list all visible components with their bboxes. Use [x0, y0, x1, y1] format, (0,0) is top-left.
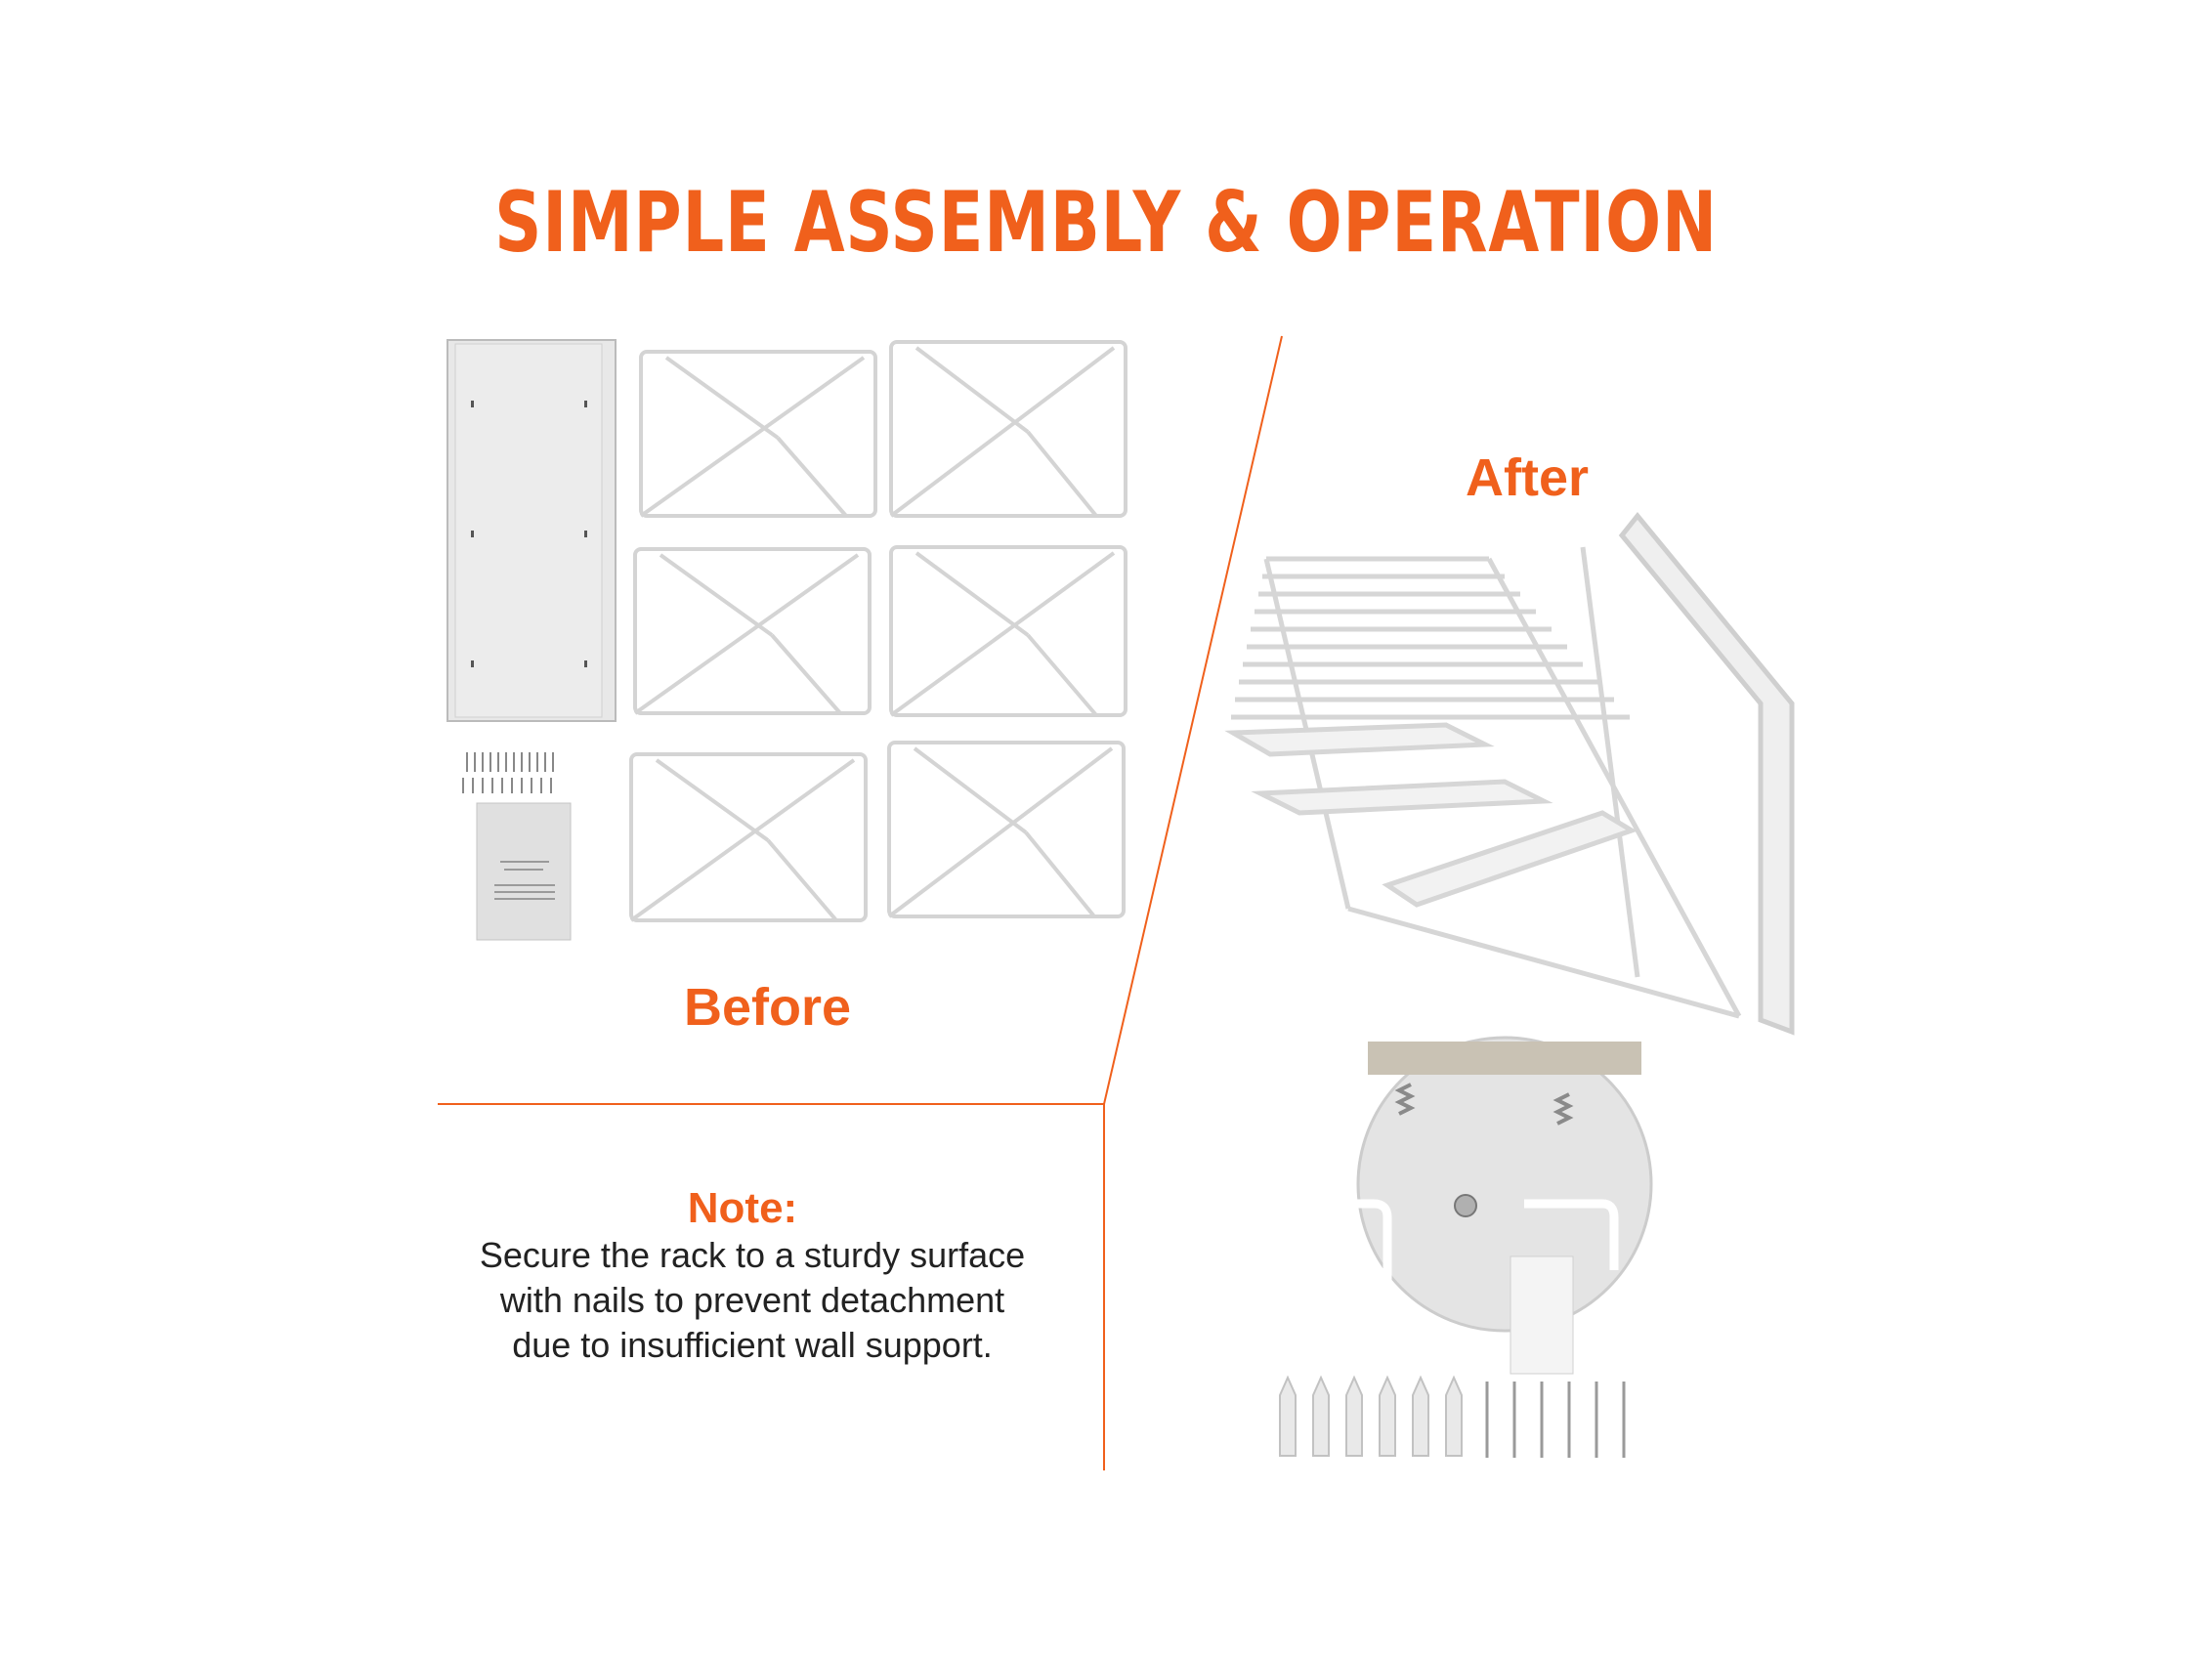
after-label: After — [1466, 448, 1590, 507]
note-line: Secure the rack to a sturdy surface — [479, 1235, 1026, 1275]
note-line: with nails to prevent detachment — [499, 1280, 1005, 1320]
before-label: Before — [684, 978, 852, 1037]
wire-brackets-image — [629, 340, 1127, 922]
note-heading: Note: — [687, 1184, 798, 1232]
screws-pack-image — [462, 752, 554, 793]
shelf-panel-image — [447, 339, 617, 722]
note-text: Secure the rack to a sturdy surface with… — [410, 1233, 1094, 1368]
anchors-screws-image — [1279, 1375, 1626, 1458]
page-title: SIMPLE ASSEMBLY & OPERATION — [494, 174, 1718, 272]
manual-image — [476, 802, 572, 941]
divider-lines — [438, 335, 1283, 1470]
detail-zoom-image — [1280, 1036, 1653, 1375]
note-line: due to insufficient wall support. — [512, 1325, 993, 1365]
assembled-rack-image — [1224, 512, 1795, 1036]
